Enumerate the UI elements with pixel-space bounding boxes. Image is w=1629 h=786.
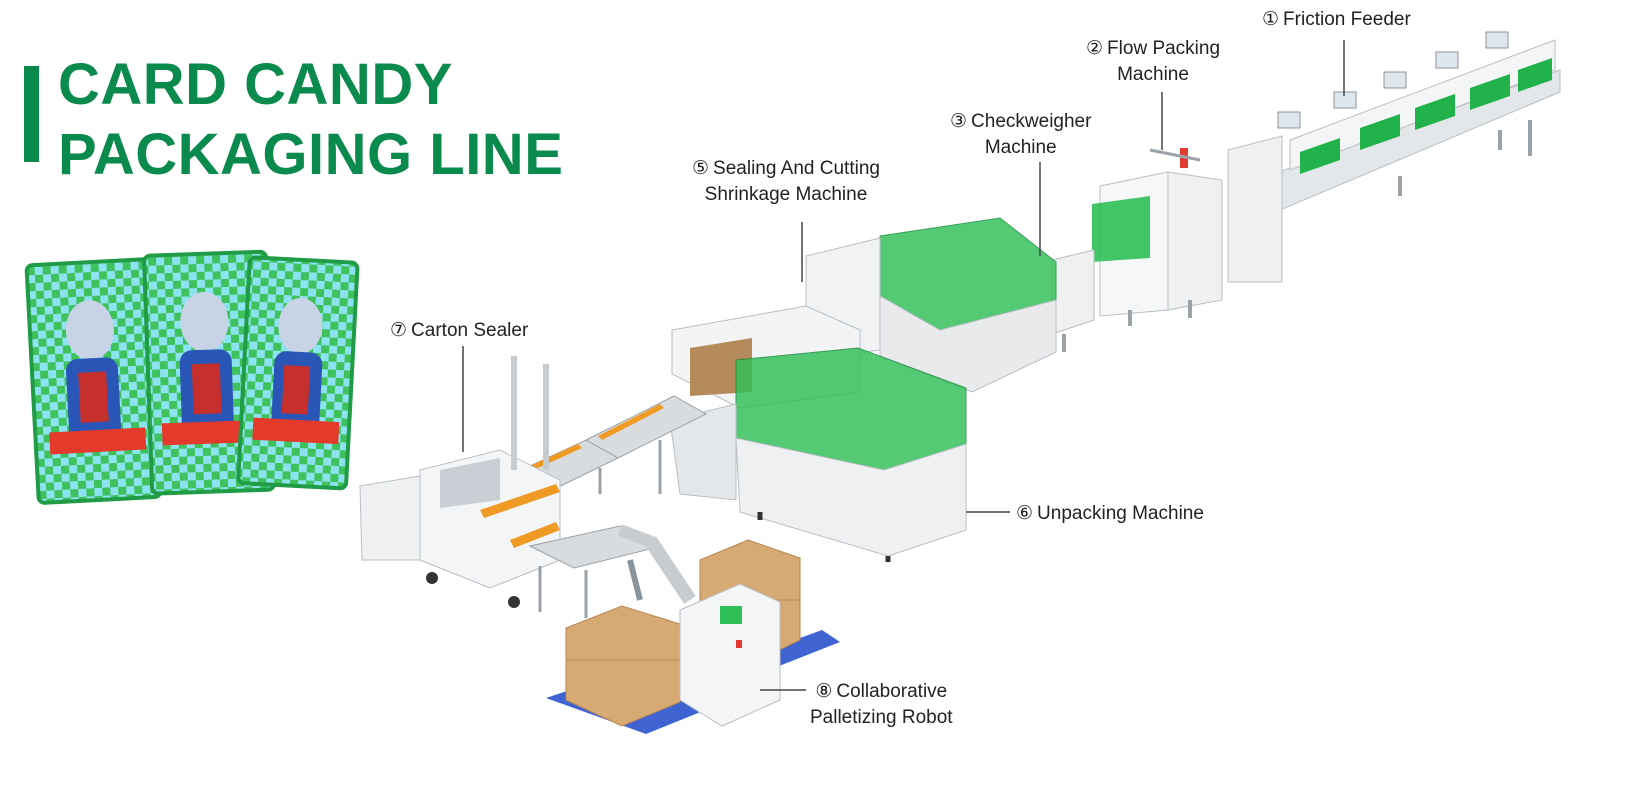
label-carton-sealer-number: ⑦ — [390, 320, 408, 341]
label-carton-sealer-text: Carton Sealer — [411, 320, 529, 341]
leader-lines — [462, 40, 1345, 691]
candy-pack-group — [24, 249, 360, 505]
label-unpacking-text: Unpacking Machine — [1037, 503, 1204, 524]
label-sealing-cutting-text-2: Shrinkage Machine — [704, 184, 868, 205]
label-flow-packing-text-2: Machine — [1117, 64, 1189, 85]
page-title: CARD CANDY PACKAGING LINE — [58, 50, 563, 190]
label-sealing-cutting-number: ⑤ — [692, 158, 710, 179]
carton-sealer-machine — [359, 356, 664, 618]
label-checkweigher-number: ③ — [950, 111, 968, 132]
candy-pack-3 — [236, 255, 360, 491]
unpacking-machine — [669, 347, 967, 562]
label-palletizing-robot-number: ⑧ — [815, 681, 833, 702]
label-flow-packing-text-1: Flow Packing — [1107, 38, 1221, 59]
label-unpacking-number: ⑥ — [1016, 503, 1034, 524]
flow-packing-machine — [1092, 148, 1223, 326]
label-flow-packing-number: ② — [1086, 38, 1104, 59]
checkweigher-machine — [1051, 249, 1095, 352]
label-checkweigher-text-2: Machine — [984, 137, 1057, 158]
candy-pack-1 — [24, 257, 163, 505]
friction-feeder-machine — [1227, 31, 1561, 283]
title-accent-bar — [24, 66, 39, 162]
label-sealing-cutting-text-1: Sealing And Cutting — [713, 158, 880, 179]
label-palletizing-robot-text-1: Collaborative — [836, 681, 948, 702]
label-checkweigher-text-1: Checkweigher — [971, 111, 1092, 132]
palletizing-robot-cell — [546, 524, 840, 734]
candy-pack-2 — [142, 249, 277, 496]
label-friction-feeder-text: Friction Feeder — [1283, 9, 1411, 30]
title-line-2: PACKAGING LINE — [58, 122, 564, 187]
title-line-1: CARD CANDY — [58, 52, 453, 117]
label-palletizing-robot-text-2: Palletizing Robot — [810, 707, 953, 728]
label-friction-feeder-number: ① — [1262, 9, 1280, 30]
